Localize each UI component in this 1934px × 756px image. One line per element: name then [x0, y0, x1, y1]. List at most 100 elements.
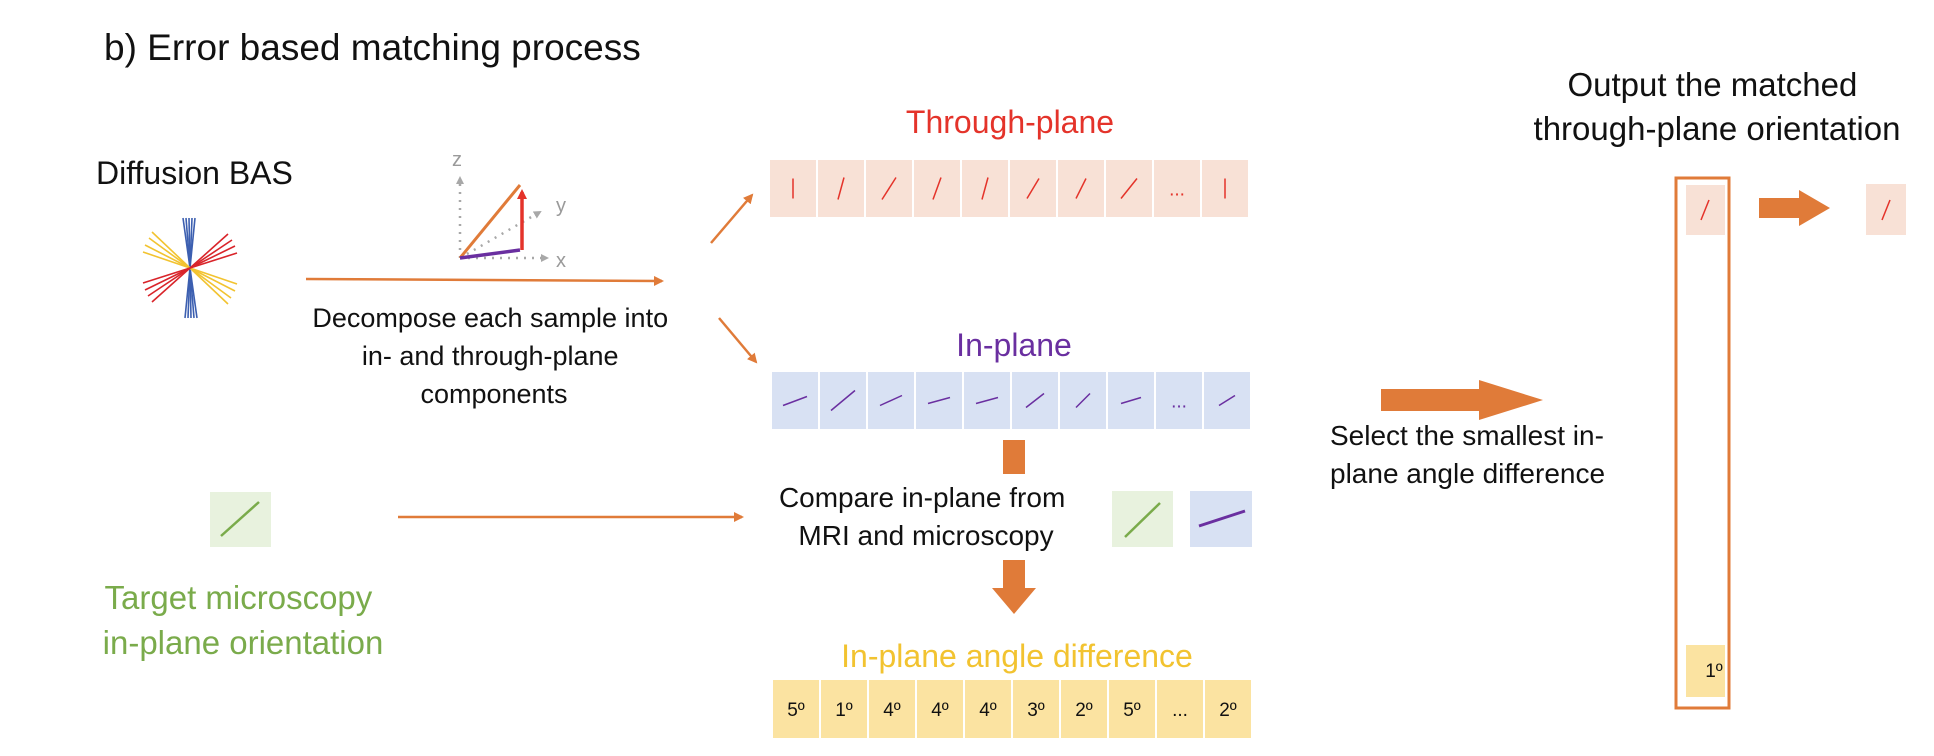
through-plane-cell — [770, 160, 816, 217]
compare-text: Compare in-plane from MRI and microscopy — [779, 482, 1073, 551]
through-plane-title: Through-plane — [906, 104, 1114, 140]
in-plane-orientation-icon — [879, 394, 903, 407]
decompose-text: Decompose each sample into in- and throu… — [312, 303, 675, 409]
selected-angle-value: 1º — [1705, 661, 1723, 682]
decompose-text-line-1: Decompose each sample into — [312, 303, 668, 333]
angle-difference-cell-value: ... — [1172, 700, 1188, 721]
output-through-plane-cell — [1866, 184, 1906, 235]
through-plane-orientation-icon — [981, 177, 989, 200]
decompose-arrow — [305, 275, 664, 286]
in-plane-cell — [772, 372, 818, 429]
through-plane-cell — [914, 160, 960, 217]
axes-3d-icon — [456, 176, 549, 262]
down-arrow-to-angle-difference — [992, 560, 1036, 614]
decompose-text-line-3: components — [420, 379, 567, 409]
in-plane-cell: ... — [1156, 372, 1202, 429]
select-text-line-1: Select the smallest in- — [1330, 420, 1604, 451]
angle-difference-cell: 4º — [917, 680, 963, 738]
in-plane-row: ... — [772, 372, 1250, 429]
angle-difference-title: In-plane angle difference — [841, 638, 1193, 674]
angle-difference-cell-value: 2º — [1219, 700, 1237, 721]
angle-difference-cell: 4º — [965, 680, 1011, 738]
through-plane-cell — [1058, 160, 1104, 217]
in-plane-cell — [820, 372, 866, 429]
through-plane-cell — [866, 160, 912, 217]
angle-difference-cell: ... — [1157, 680, 1203, 738]
through-plane-orientation-icon — [932, 177, 942, 200]
in-plane-cell — [1012, 372, 1058, 429]
in-plane-orientation-icon — [830, 389, 856, 412]
selected-pair-box — [1674, 176, 1731, 710]
angle-difference-cell-value: 4º — [979, 700, 997, 721]
output-title-line-2: through-plane orientation — [1534, 110, 1901, 147]
in-plane-orientation-icon — [1120, 396, 1142, 405]
in-plane-orientation-icon — [927, 396, 951, 405]
in-plane-orientation-icon — [782, 395, 808, 407]
through-plane-row: ... — [770, 160, 1248, 217]
selected-angle-cell: 1º — [1686, 645, 1725, 697]
in-plane-cell-value: ... — [1171, 392, 1187, 413]
in-plane-orientation-icon — [1075, 392, 1091, 409]
in-plane-orientation-icon — [975, 396, 999, 405]
through-plane-cell — [818, 160, 864, 217]
angle-difference-cell: 5º — [1109, 680, 1155, 738]
output-arrow — [1759, 190, 1830, 226]
through-plane-cell-value: ... — [1169, 180, 1185, 201]
arrow-to-through-plane — [710, 193, 754, 244]
decompose-text-line-2: in- and through-plane — [362, 341, 619, 371]
angle-difference-cell-value: 2º — [1075, 700, 1093, 721]
compare-text-line-2: MRI and microscopy — [798, 520, 1053, 551]
microscopy-orientation-icon — [1112, 491, 1173, 547]
target-label-line-1: Target microscopy — [105, 579, 373, 616]
in-plane-orientation-icon — [1025, 392, 1045, 409]
angle-difference-cell: 4º — [869, 680, 915, 738]
angle-difference-row: 5º 1º 4º 4º 4º 3º 2º 5º... 2º — [773, 680, 1251, 738]
through-plane-orientation-icon — [1120, 178, 1138, 199]
diffusion-bas-label: Diffusion BAS — [96, 155, 293, 191]
down-arrow-to-compare — [1003, 440, 1025, 474]
angle-difference-cell-value: 1º — [835, 700, 853, 721]
angle-difference-cell-value: 3º — [1027, 700, 1045, 721]
in-plane-cell — [1060, 372, 1106, 429]
select-text: Select the smallest in- plane angle diff… — [1330, 420, 1612, 489]
output-title-line-1: Output the matched — [1567, 66, 1857, 103]
panel-title: b) Error based matching process — [104, 27, 641, 68]
angle-difference-cell: 1º — [821, 680, 867, 738]
arrow-to-in-plane — [718, 317, 758, 364]
through-plane-cell — [1010, 160, 1056, 217]
selected-through-plane-cell — [1686, 185, 1725, 235]
angle-difference-cell-value: 4º — [931, 700, 949, 721]
target-microscopy-label: Target microscopy in-plane orientation — [103, 579, 384, 661]
angle-difference-cell: 2º — [1205, 680, 1251, 738]
output-title: Output the matched through-plane orienta… — [1534, 66, 1901, 147]
x-axis-label: x — [556, 250, 566, 272]
z-axis-label: z — [452, 149, 462, 171]
through-plane-cell — [1106, 160, 1152, 217]
in-plane-cell — [1108, 372, 1154, 429]
mri-in-plane-orientation-icon — [1190, 491, 1252, 547]
select-text-line-2: plane angle difference — [1330, 458, 1605, 489]
in-plane-title: In-plane — [956, 327, 1072, 363]
angle-difference-cell-value: 5º — [787, 700, 805, 721]
in-plane-orientation-icon — [1218, 394, 1236, 407]
through-plane-orientation-icon — [837, 177, 845, 200]
in-plane-cell — [868, 372, 914, 429]
through-plane-orientation-icon — [1075, 178, 1087, 199]
target-orientation-icon — [210, 492, 271, 547]
angle-difference-cell: 3º — [1013, 680, 1059, 738]
angle-difference-cell-value: 5º — [1123, 700, 1141, 721]
diffusion-bas-glyph-icon — [142, 217, 238, 319]
angle-difference-cell-value: 4º — [883, 700, 901, 721]
target-label-line-2: in-plane orientation — [103, 624, 384, 661]
angle-difference-cell: 5º — [773, 680, 819, 738]
through-plane-orientation-icon — [881, 177, 897, 200]
through-plane-orientation-icon — [1026, 178, 1040, 199]
through-plane-cell — [1202, 160, 1248, 217]
y-axis-label: y — [556, 195, 566, 217]
compare-text-line-1: Compare in-plane from — [779, 482, 1065, 513]
in-plane-cell — [916, 372, 962, 429]
in-plane-cell — [964, 372, 1010, 429]
select-arrow — [1381, 380, 1543, 420]
